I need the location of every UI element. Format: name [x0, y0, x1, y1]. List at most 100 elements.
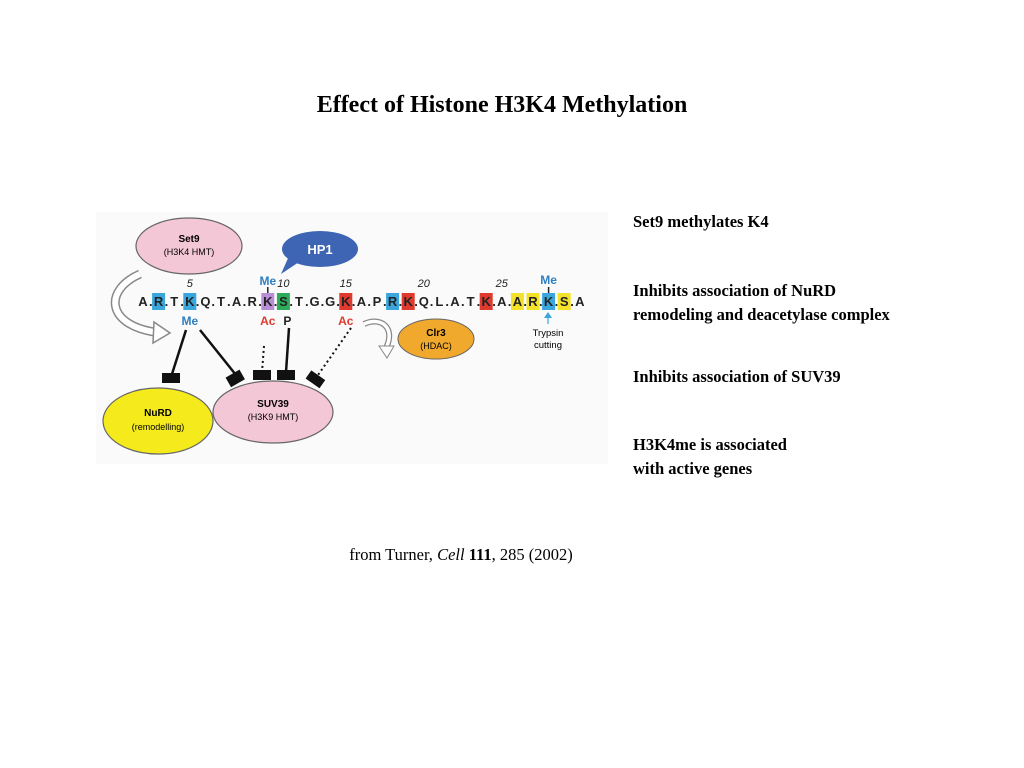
- residue-highlight: [339, 293, 353, 310]
- residue-separator: .: [336, 294, 340, 309]
- hp1-ellipse: [282, 231, 358, 267]
- residue-separator: .: [305, 294, 309, 309]
- set9-ellipse: [135, 217, 243, 275]
- residue-q: Q: [200, 294, 210, 309]
- residue-separator: .: [211, 294, 215, 309]
- residue-separator: .: [165, 294, 169, 309]
- bullet-line: Inhibits association of NuRD: [633, 281, 837, 300]
- suv39-inhibition-line-p: [284, 327, 291, 373]
- bullet-suv39: Inhibits association of SUV39: [633, 365, 841, 389]
- residue-separator: .: [321, 294, 325, 309]
- nurd-label: NuRD: [144, 408, 172, 419]
- residue-k: K: [482, 294, 492, 309]
- trypsin-arrowhead: [544, 312, 552, 318]
- residue-r: R: [154, 294, 164, 309]
- residue-a: A: [497, 294, 507, 309]
- nurd-sublabel: (remodelling): [132, 422, 185, 432]
- residue-separator: .: [289, 294, 293, 309]
- position-label: 5: [187, 278, 194, 290]
- residue-separator: .: [196, 294, 200, 309]
- suv39-ellipse: [212, 380, 334, 444]
- residue-highlight: [261, 293, 275, 310]
- sequence-layer: A.R.T.K.Q.T.A.R.K.S.T.G.G.K.A.P.R.K.Q.L.…: [138, 273, 585, 328]
- bullet-line: with active genes: [633, 459, 753, 478]
- residue-r: R: [528, 294, 538, 309]
- residue-a: A: [575, 294, 585, 309]
- residue-highlight: [276, 293, 290, 310]
- residue-k: K: [185, 294, 195, 309]
- residue-highlight: [542, 293, 556, 310]
- residue-s: S: [279, 294, 288, 309]
- residue-separator: .: [555, 294, 559, 309]
- set9-arrow-inner: [112, 271, 155, 335]
- residue-separator: .: [461, 294, 465, 309]
- residue-separator: .: [274, 294, 278, 309]
- set9-sublabel: (H3K4 HMT): [164, 247, 215, 257]
- residue-highlight: [386, 293, 400, 310]
- residue-a: A: [450, 294, 460, 309]
- citation-suffix: , 285 (2002): [491, 545, 573, 564]
- position-label: 10: [277, 278, 290, 290]
- suv39-inhibition-bar-ac: [253, 370, 271, 380]
- residue-p: P: [373, 294, 382, 309]
- citation: from Turner, Cell 111, 285 (2002): [0, 545, 922, 565]
- bullet-line: H3K4me is associated: [633, 435, 787, 454]
- bullet-set9: Set9 methylates K4: [633, 210, 769, 234]
- residue-t: T: [295, 294, 303, 309]
- residue-q: Q: [419, 294, 429, 309]
- nurd-inhibition-bar: [162, 373, 180, 383]
- residue-r: R: [388, 294, 398, 309]
- residue-separator: .: [430, 294, 434, 309]
- bullet-active-genes: H3K4me is associated with active genes: [633, 433, 787, 481]
- nurd-ellipse: [102, 387, 214, 455]
- residue-highlight: [557, 293, 571, 310]
- bullet-line: remodeling and deacetylase complex: [633, 305, 890, 324]
- suv39-inhibition-bar-k4: [225, 369, 245, 388]
- suv39-sublabel: (H3K9 HMT): [248, 412, 299, 422]
- residue-g: G: [325, 294, 335, 309]
- clr3-arrowhead: [378, 345, 395, 359]
- me-k9-label: Me: [259, 274, 276, 288]
- citation-journal: Cell: [437, 545, 465, 564]
- residue-a: A: [513, 294, 523, 309]
- residue-a: A: [232, 294, 242, 309]
- clr3-ellipse: [397, 318, 475, 360]
- nurd-inhibition-line: [170, 329, 188, 375]
- set9-label: Set9: [178, 234, 200, 245]
- suv39-label: SUV39: [257, 399, 289, 410]
- residue-k: K: [263, 294, 273, 309]
- diagram-svg: Set9 (H3K4 HMT) HP1 Clr3 (HDAC) NuRD (re…: [96, 212, 608, 464]
- residue-t: T: [170, 294, 178, 309]
- residue-separator: .: [523, 294, 527, 309]
- residue-highlight: [526, 293, 540, 310]
- residue-r: R: [248, 294, 258, 309]
- residue-separator: .: [352, 294, 356, 309]
- histone-h3-tail-diagram: Set9 (H3K4 HMT) HP1 Clr3 (HDAC) NuRD (re…: [96, 212, 608, 464]
- ac-k14-label: Ac: [338, 314, 354, 328]
- residue-t: T: [467, 294, 475, 309]
- residue-separator: .: [477, 294, 481, 309]
- residue-g: G: [310, 294, 320, 309]
- residue-separator: .: [508, 294, 512, 309]
- position-label: 15: [340, 278, 353, 290]
- residue-l: L: [435, 294, 443, 309]
- residue-a: A: [138, 294, 148, 309]
- residue-separator: .: [570, 294, 574, 309]
- residue-separator: .: [492, 294, 496, 309]
- position-label: 20: [417, 278, 431, 290]
- citation-volume: 111: [468, 545, 492, 564]
- bullet-line: Set9 methylates K4: [633, 212, 769, 231]
- hp1-label: HP1: [307, 242, 332, 257]
- suv39-inhibition-line-ac: [261, 345, 265, 373]
- residue-separator: .: [399, 294, 403, 309]
- clr3-arrow-inner: [363, 319, 391, 349]
- trypsin-label-line1: Trypsin: [533, 328, 564, 339]
- residue-separator: .: [414, 294, 418, 309]
- residue-k: K: [341, 294, 351, 309]
- citation-prefix: from Turner,: [349, 545, 438, 564]
- slide-title: Effect of Histone H3K4 Methylation: [316, 92, 688, 118]
- p-s10-label: P: [283, 314, 291, 328]
- residue-s: S: [560, 294, 569, 309]
- suv39-inhibition-line-k4: [199, 329, 237, 376]
- trypsin-label-line2: cutting: [534, 340, 562, 351]
